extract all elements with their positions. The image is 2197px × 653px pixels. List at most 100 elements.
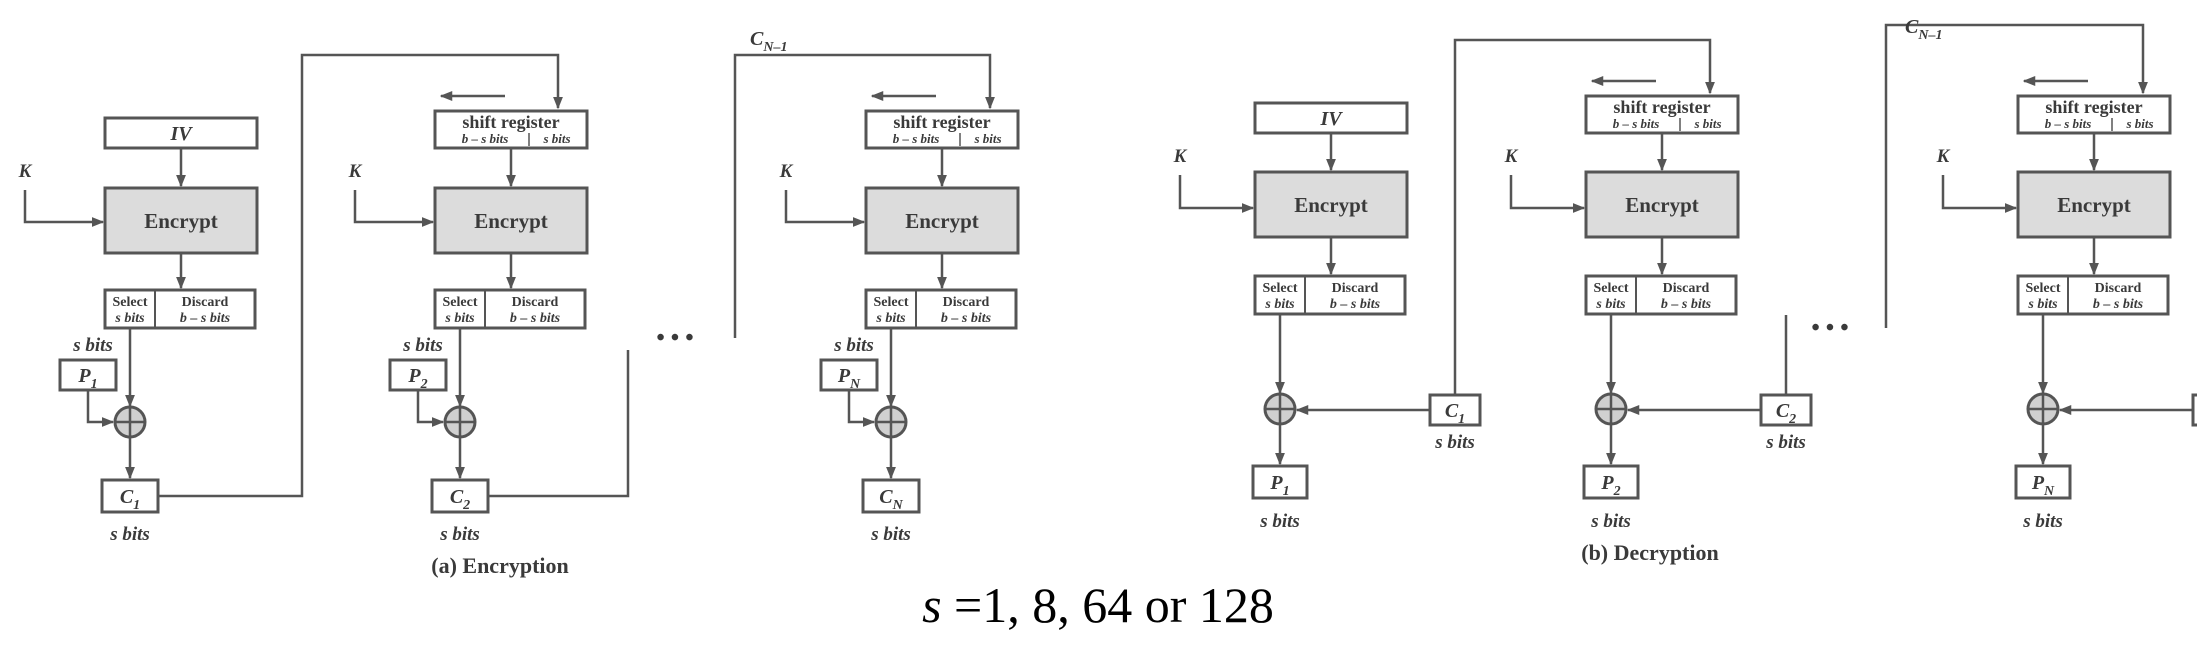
encrypt-block	[1253, 170, 1409, 239]
discard-label: Discard	[512, 295, 559, 310]
plaintext-box	[1582, 464, 1640, 500]
discard-label: Discard	[182, 295, 229, 310]
plaintext-label: P1	[77, 365, 97, 392]
iv-rect	[1253, 101, 1409, 135]
select-label: Select	[113, 295, 148, 310]
encrypt-label: Encrypt	[474, 209, 548, 233]
plaintext-label: P2	[1600, 472, 1620, 499]
encrypt-block	[1584, 170, 1740, 239]
key-arrow	[23, 190, 105, 227]
select-bits-label: s bits	[1264, 297, 1295, 312]
select-discard-rect	[1253, 274, 1407, 316]
shift-register-box	[864, 109, 1020, 150]
key-label: K	[348, 161, 363, 182]
select-discard-rect	[103, 288, 257, 330]
select-bits-label: s bits	[444, 311, 475, 326]
ciphertext-label: C2	[450, 486, 470, 513]
shift-register-right-bits: s bits	[2125, 116, 2153, 131]
discard-bits-label: b – s bits	[941, 311, 992, 326]
select-discard-rect	[2016, 274, 2170, 316]
shift-register-left-bits: b – s bits	[1613, 116, 1660, 131]
iv-box: IV	[103, 116, 259, 150]
key-arrow	[784, 190, 866, 227]
decryption-caption: (b) Decryption	[1581, 540, 1718, 565]
ciphertext-box	[861, 478, 921, 514]
ciphertext-s-bits-label: s bits	[1434, 432, 1475, 453]
shift-register-right-bits: s bits	[1693, 116, 1721, 131]
select-label: Select	[443, 295, 478, 310]
discard-bits-label: b – s bits	[1330, 297, 1381, 312]
plaintext-s-bits-label: s bits	[833, 335, 874, 356]
discard-bits-label: b – s bits	[180, 311, 231, 326]
ciphertext-s-bits-label: s bits	[1765, 432, 1806, 453]
key-arrow	[1178, 175, 1255, 213]
select-discard-rect	[433, 288, 587, 330]
plaintext-to-xor-arrow	[86, 390, 115, 427]
plaintext-label: PN	[2031, 472, 2055, 499]
ciphertext-label: C1	[1445, 400, 1465, 427]
encrypt-block	[103, 186, 259, 255]
key-arrow	[1941, 175, 2018, 213]
discard-label: Discard	[943, 295, 990, 310]
encrypt-label: Encrypt	[144, 209, 218, 233]
xor-symbol	[1594, 392, 1628, 426]
select-label: Select	[874, 295, 909, 310]
shift-register-left-bits: b – s bits	[893, 131, 940, 146]
iv-label: IV	[169, 123, 193, 145]
ciphertext-label: C2	[1776, 400, 1796, 427]
key-label: K	[18, 161, 33, 182]
encrypt-label: Encrypt	[1625, 193, 1699, 217]
discard-bits-label: b – s bits	[1661, 297, 1712, 312]
encrypt-block	[433, 186, 589, 255]
ciphertext-box	[430, 478, 490, 514]
shift-register-label: shift register	[893, 112, 990, 132]
enc-feedback-c2	[488, 350, 630, 498]
encryption-caption: (a) Encryption	[431, 553, 569, 578]
ciphertext-s-bits-label: s bits	[439, 524, 480, 545]
select-bits-label: s bits	[2027, 297, 2058, 312]
shift-register-left-bits: b – s bits	[2045, 116, 2092, 131]
select-bits-label: s bits	[1595, 297, 1626, 312]
ciphertext-s-bits-label: s bits	[109, 524, 150, 545]
enc-ellipsis: • • •	[656, 325, 693, 351]
plaintext-box	[1251, 464, 1309, 500]
shift-register-left-bits: b – s bits	[462, 131, 509, 146]
shift-register-label: shift register	[2045, 97, 2142, 117]
shift-register-box	[433, 109, 589, 150]
plaintext-to-xor-arrow	[416, 390, 445, 427]
ciphertext-box	[2191, 393, 2197, 427]
select-label: Select	[1594, 281, 1629, 296]
encrypt-label: Encrypt	[1294, 193, 1368, 217]
key-label: K	[779, 161, 794, 182]
ciphertext-s-bits-label: s bits	[870, 524, 911, 545]
xor-symbol	[113, 405, 147, 439]
shift-register-right-bits: s bits	[973, 131, 1001, 146]
key-label: K	[1173, 146, 1188, 167]
select-bits-label: s bits	[875, 311, 906, 326]
plaintext-to-xor-arrow	[847, 390, 876, 427]
key-label: K	[1936, 146, 1951, 167]
xor-symbol	[2026, 392, 2060, 426]
plaintext-s-bits-label: s bits	[1259, 511, 1300, 532]
plaintext-s-bits-label: s bits	[72, 335, 113, 356]
select-discard-rect	[1584, 274, 1738, 316]
encrypt-block	[864, 186, 1020, 255]
ciphertext-label: C1	[120, 486, 140, 513]
select-label: Select	[1263, 281, 1298, 296]
xor-symbol	[874, 405, 908, 439]
plaintext-s-bits-label: s bits	[1590, 511, 1631, 532]
plaintext-box	[2014, 464, 2072, 500]
shift-register-right-bits: s bits	[542, 131, 570, 146]
dec-feedback-label: CN–1	[1905, 16, 1942, 43]
plaintext-label: P1	[1269, 472, 1289, 499]
enc-feedback-c1	[158, 53, 563, 498]
